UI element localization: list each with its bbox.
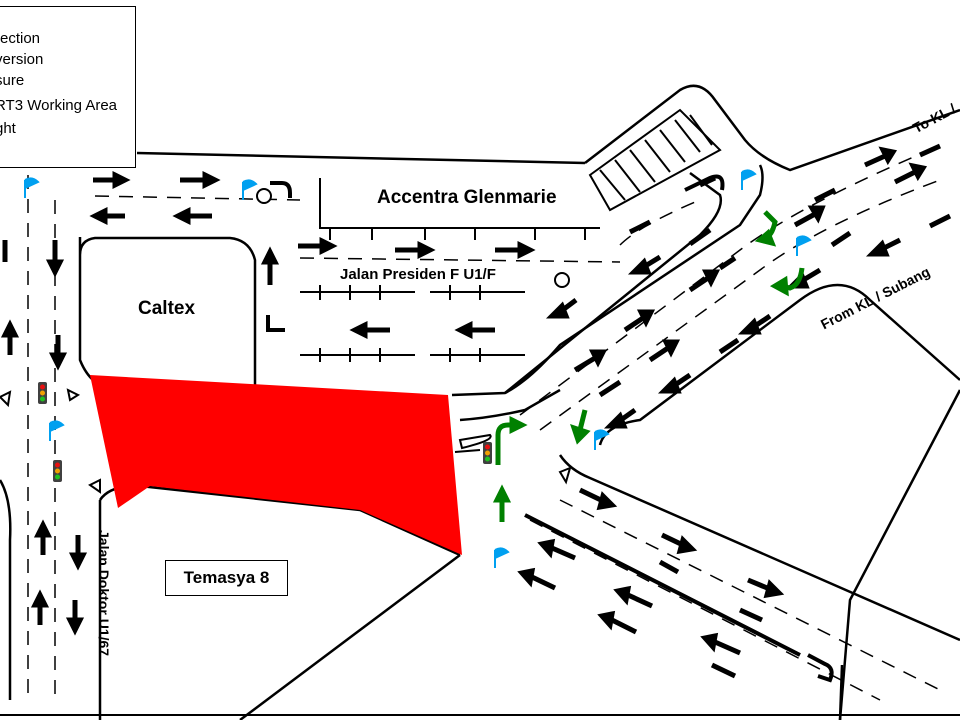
diversion-arrow-icon [492, 210, 805, 522]
traffic-islands [0, 388, 801, 657]
legend-item-direction: rection [0, 30, 41, 47]
temasya-8-label: Temasya 8 [165, 560, 288, 596]
map-legend: rection version sure RT3 Working Area gh… [0, 6, 136, 168]
roundabout-icon [256, 188, 272, 204]
flag-icon [24, 169, 812, 568]
caltex-label: Caltex [138, 298, 196, 319]
traffic-light-icon [38, 382, 492, 482]
roundabout-icon [554, 272, 570, 288]
direction-arrow-icon [0, 143, 952, 679]
legend-item-diversion: version [0, 51, 44, 68]
jalan-presiden-label: Jalan Presiden F U1/F [340, 266, 496, 283]
legend-item-traffic-light: ght [0, 120, 16, 137]
u-turn-arrow-icon [266, 174, 834, 683]
jalan-doktor-label: Jalan Doktor U1/67 [96, 530, 112, 657]
legend-item-working-area: RT3 Working Area [0, 97, 117, 114]
accentra-glenmarie-label: Accentra Glenmarie [377, 187, 557, 208]
parking-bays [300, 108, 722, 362]
legend-item-closure: sure [0, 72, 25, 89]
mrt3-working-area [90, 375, 462, 555]
